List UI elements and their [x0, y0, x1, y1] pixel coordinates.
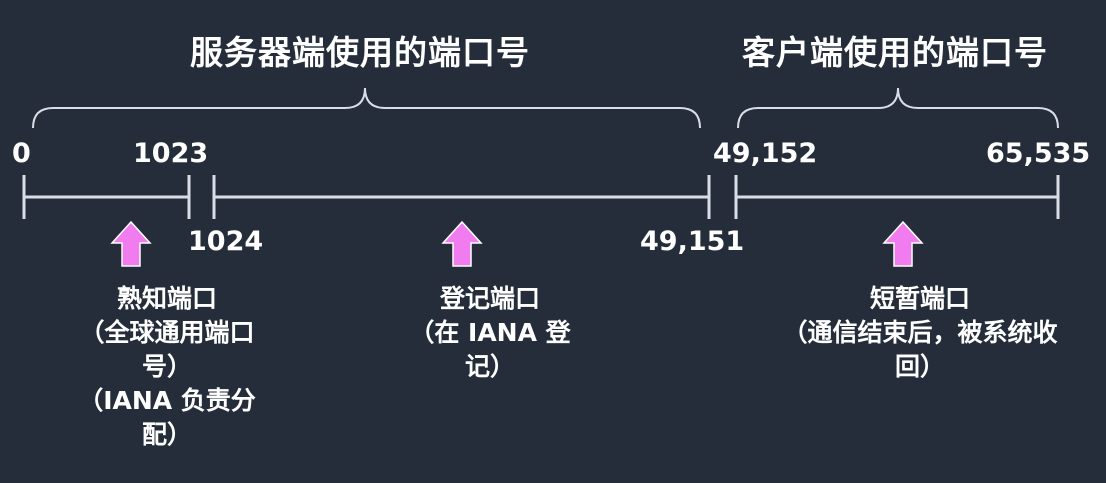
tick-label-0: 0 [12, 138, 31, 169]
tick-label-1023: 1023 [133, 138, 209, 169]
well-known-ports-desc-line: 号） [141, 352, 192, 381]
ephemeral-ports-desc-line: （通信结束后，被系统收 [782, 318, 1058, 347]
ephemeral-ports-label: 短暂端口 （通信结束后，被系统收 回） [755, 282, 1085, 384]
well-known-ports-label: 熟知端口 （全球通用端口 号） （IANA 负责分 配） [52, 282, 282, 452]
ephemeral-ports-desc-line: 回） [894, 352, 945, 381]
registered-ports-title: 登记端口 [439, 284, 540, 313]
registered-ports-desc-line: 记） [464, 352, 515, 381]
server-brace [32, 87, 701, 129]
well-known-ports-desc-line: （IANA 负责分 [78, 386, 256, 415]
well-known-ports-desc-line: （全球通用端口 [79, 318, 255, 347]
arrow-up-icon [441, 220, 483, 267]
tick-label-49151: 49,151 [640, 226, 745, 257]
well-known-ports-desc-line: 配） [141, 420, 192, 449]
ephemeral-ports-title: 短暂端口 [869, 284, 970, 313]
tick-label-49152: 49,152 [713, 138, 818, 169]
client-brace [737, 87, 1059, 129]
client-ports-header: 客户端使用的端口号 [742, 33, 1048, 72]
well-known-ports-title: 熟知端口 [116, 284, 217, 313]
tick-label-1024: 1024 [188, 226, 264, 257]
registered-ports-desc-line: （在 IANA 登 [409, 318, 571, 347]
tick-label-65535: 65,535 [986, 138, 1091, 169]
arrow-up-icon [882, 220, 924, 267]
server-ports-header: 服务器端使用的端口号 [190, 33, 530, 72]
registered-ports-label: 登记端口 （在 IANA 登 记） [380, 282, 600, 384]
arrow-up-icon [110, 220, 152, 267]
